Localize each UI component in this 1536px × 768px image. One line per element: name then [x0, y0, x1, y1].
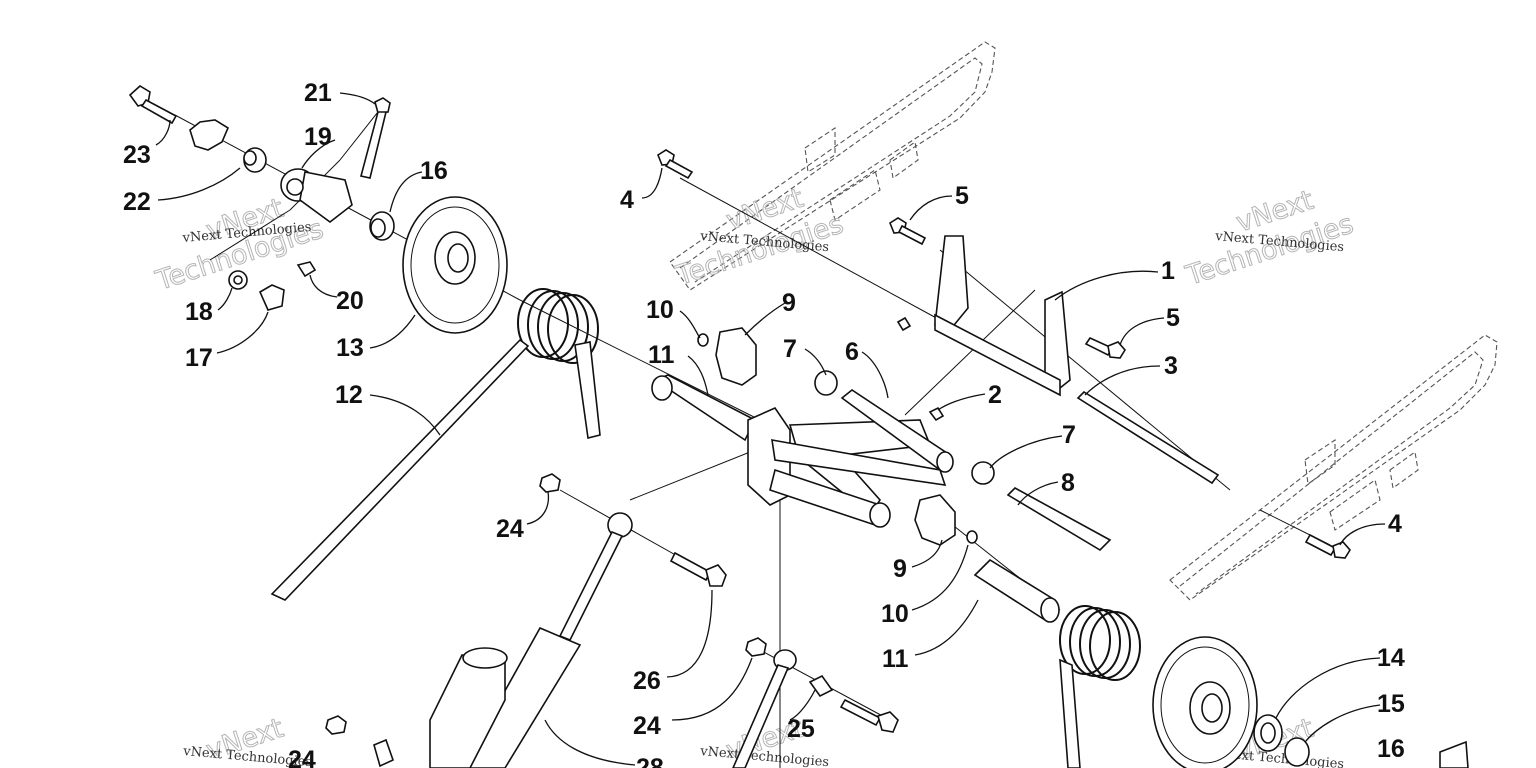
watermark-center: vNext Technologies vNext Technologies — [671, 182, 847, 292]
bushing-22 — [243, 147, 267, 173]
label-part-17: 17 — [185, 344, 213, 372]
idler-wheel-right — [1152, 636, 1258, 768]
fitting-2 — [896, 316, 945, 422]
torsion-spring-12 — [270, 288, 601, 601]
bolt-21 — [360, 97, 391, 179]
shock-absorber — [429, 512, 633, 768]
label-part-21: 21 — [304, 79, 332, 107]
label-part-7-lower: 7 — [1062, 421, 1076, 449]
label-part-5-lower: 5 — [1166, 304, 1180, 332]
label-part-26: 26 — [633, 667, 661, 695]
label-part-28: 28 — [636, 754, 664, 768]
bolt-5-lower — [1084, 336, 1126, 359]
label-part-4-upper: 4 — [620, 186, 634, 214]
tube-11-lower — [973, 558, 1060, 623]
bearing-14 — [1253, 714, 1283, 752]
label-part-25: 25 — [787, 715, 815, 743]
label-part-4-lower: 4 — [1388, 510, 1402, 538]
washer-star — [189, 119, 230, 151]
pivot-arm-frame — [747, 406, 947, 528]
bolt-4-lower — [1304, 533, 1351, 559]
part-labels: 1 2 3 4 4 5 5 6 7 7 8 9 9 10 10 11 11 12… — [123, 79, 1405, 768]
label-part-13: 13 — [336, 334, 364, 362]
label-part-19: 19 — [304, 123, 332, 151]
label-part-15: 15 — [1377, 690, 1405, 718]
bushing-7-lower — [971, 461, 995, 485]
clip-10-lower — [966, 530, 978, 544]
label-part-10-lower: 10 — [881, 600, 909, 628]
label-part-24-middle: 24 — [633, 712, 661, 740]
bushing-16 — [369, 211, 395, 241]
label-part-23: 23 — [123, 141, 151, 169]
bolt-4-upper — [657, 149, 694, 180]
bolt-26 — [669, 551, 727, 587]
spacer-bottom — [373, 738, 394, 768]
arm-block-19 — [280, 168, 353, 224]
label-part-22: 22 — [123, 188, 151, 216]
label-part-2: 2 — [988, 381, 1002, 409]
washer-18 — [228, 270, 248, 290]
torsion-spring-right — [1059, 605, 1141, 768]
nut-24-lower — [325, 715, 347, 735]
label-part-18: 18 — [185, 298, 213, 326]
bracket-1 — [934, 235, 1071, 397]
label-part-11-upper: 11 — [648, 341, 675, 369]
leader-lines — [155, 92, 1386, 766]
label-part-24-upper: 24 — [496, 515, 524, 543]
tube-6 — [840, 389, 954, 473]
rail-plate-lower — [1169, 334, 1498, 601]
nut-24-upper — [539, 473, 561, 493]
label-part-8: 8 — [1061, 469, 1075, 497]
block-9-lower — [914, 494, 956, 546]
label-part-20: 20 — [336, 287, 364, 315]
label-part-9-lower: 9 — [893, 555, 907, 583]
ring-15 — [1284, 737, 1310, 767]
shaft-3 — [1076, 390, 1220, 485]
label-part-9-upper: 9 — [782, 289, 796, 317]
label-part-7-upper: 7 — [783, 335, 797, 363]
spacer-25 — [808, 674, 834, 698]
cap-17 — [258, 284, 285, 311]
nut-20 — [296, 261, 317, 278]
bolt-23 — [128, 85, 178, 125]
bolt-5-upper — [889, 217, 927, 246]
label-part-16-upper: 16 — [420, 157, 448, 185]
arrow-right-edge — [1439, 740, 1469, 768]
label-part-14: 14 — [1377, 644, 1405, 672]
label-part-10-upper: 10 — [646, 296, 674, 324]
watermark-right: vNext Technologies vNext Technologies — [1181, 184, 1357, 292]
bolt-25 — [839, 698, 899, 733]
label-part-24-lower: 24 — [288, 746, 316, 768]
label-part-6: 6 — [845, 338, 859, 366]
link-arm — [732, 649, 797, 768]
label-part-5-upper: 5 — [955, 182, 969, 210]
block-9-upper — [715, 327, 757, 386]
label-part-1: 1 — [1161, 257, 1175, 285]
label-part-12: 12 — [335, 381, 363, 409]
rail-plate-upper — [669, 41, 996, 291]
label-part-3: 3 — [1164, 352, 1178, 380]
idler-wheel-13 — [402, 196, 508, 334]
clip-10-upper — [697, 333, 709, 347]
label-part-11-lower: 11 — [882, 645, 909, 673]
label-part-16-lower: 16 — [1377, 735, 1405, 763]
bushing-7-upper — [814, 370, 838, 396]
pin-8 — [1006, 487, 1112, 552]
nut-24-middle — [745, 637, 767, 657]
